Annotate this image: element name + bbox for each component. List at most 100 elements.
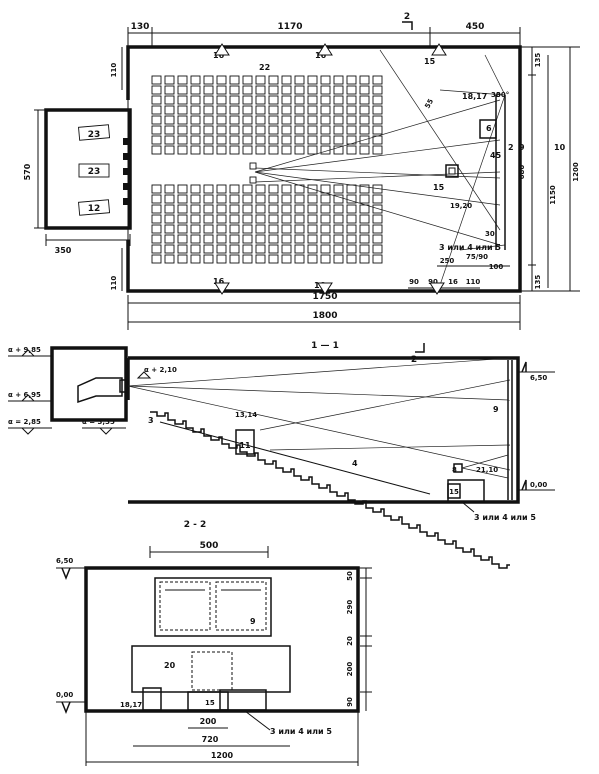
seat [164,85,175,95]
plan-dim-16: 16 [448,278,458,286]
seat [372,214,383,224]
seat [151,115,162,125]
s11-label-11: 11 [239,441,251,450]
seat [359,105,370,115]
seat [281,105,292,115]
seat [203,125,214,135]
plan-label-6: 6 [486,124,492,133]
plan-label-10: 10 [554,143,566,152]
seat [164,234,175,244]
seat [229,85,240,95]
s11-level-985: α + 9,85 [8,346,41,354]
seat [151,244,162,254]
seat [281,244,292,254]
seat [281,145,292,155]
seat [320,115,331,125]
seat [372,194,383,204]
seat [372,244,383,254]
seat [190,85,201,95]
seat [229,204,240,214]
plan-label-18-17: 18,17 [462,92,487,101]
projection-rays [254,49,506,286]
seat [359,194,370,204]
s11-label-15: 15 [449,488,459,496]
plan-dim-1150: 1150 [549,185,557,205]
plan-label-45: 45 [490,151,502,160]
seat [333,244,344,254]
s11-level-285: α = 2,85 [8,418,41,426]
seat [268,75,279,85]
plan-angle: 30° [496,91,509,99]
seat [242,105,253,115]
seat [372,75,383,85]
seat [268,95,279,105]
plan-dim-110-bottom: 110 [110,276,118,291]
seat [190,224,201,234]
seat [320,244,331,254]
seat [372,115,383,125]
plan-label-9: 9 [519,143,525,152]
seat [268,234,279,244]
seat [190,234,201,244]
seat [242,224,253,234]
s11-speaker-note: 3 или 4 или 5 [474,513,536,522]
seat [164,204,175,214]
seat [333,95,344,105]
seat [307,204,318,214]
plan-room-23b: 23 [88,167,101,177]
seat [151,105,162,115]
plan-label-55: 55 [423,97,435,110]
plan-dim-250: 250 [440,257,455,265]
seat [216,105,227,115]
seat [242,145,253,155]
seat [151,135,162,145]
seat [190,254,201,264]
seat [203,75,214,85]
seat [216,194,227,204]
seat [229,75,240,85]
seat [268,204,279,214]
plan-view: 130 1170 450 2 23 23 12 570 350 [23,12,580,330]
seat [294,224,305,234]
seat [151,75,162,85]
seat [372,204,383,214]
seat [164,95,175,105]
seat [255,254,266,264]
seat [268,184,279,194]
seat [307,254,318,264]
seat [268,125,279,135]
plan-dim-135-bottom: 135 [534,275,542,290]
seat [294,254,305,264]
seat [242,244,253,254]
seat [346,204,357,214]
plan-label-30a: 30 [491,91,501,99]
seat [255,135,266,145]
seat [372,85,383,95]
seat [216,85,227,95]
plan-room-23a: 23 [88,130,101,140]
seat [268,244,279,254]
plan-dim-110-inner: 110 [466,278,481,286]
seat [320,254,331,264]
s22-label-18-17: 18,17 [120,701,142,709]
seat [307,145,318,155]
seat [242,85,253,95]
seat [255,224,266,234]
seat [216,135,227,145]
seat [190,135,201,145]
seat [229,224,240,234]
seat [320,224,331,234]
seat [229,145,240,155]
seat [203,194,214,204]
seat [164,145,175,155]
seat [242,115,253,125]
seat [177,115,188,125]
seat [281,95,292,105]
seat [294,244,305,254]
seat [190,214,201,224]
seat [333,85,344,95]
seat [268,105,279,115]
seat [255,234,266,244]
plan-label-30b: 30 [485,230,495,238]
